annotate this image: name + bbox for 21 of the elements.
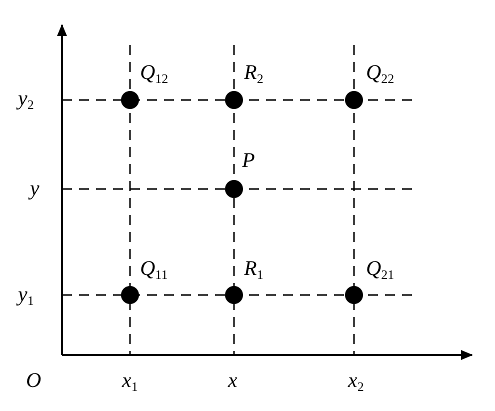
point-label: Q$_{11}$ — [140, 258, 168, 281]
axis-tick-label: x$_{2}$ — [348, 370, 364, 393]
point-label: Q$_{22}$ — [366, 62, 394, 85]
axis-tick-label: y$_{1}$ — [18, 284, 34, 307]
point-dot — [225, 286, 243, 304]
point-label: R$_{2}$ — [244, 62, 264, 85]
point-dot — [345, 286, 363, 304]
point-dot — [225, 180, 243, 198]
point-dot — [345, 91, 363, 109]
point-dot — [121, 286, 139, 304]
axis-tick-label: x$_{1}$ — [122, 370, 138, 393]
point-dot — [121, 91, 139, 109]
point-dot — [225, 91, 243, 109]
point-label: P — [242, 150, 255, 171]
axis-tick-label: y — [30, 178, 40, 199]
axis-tick-label: y$_{2}$ — [18, 88, 34, 111]
axis-tick-label: x — [228, 370, 238, 391]
origin-label: O — [26, 370, 42, 391]
point-label: Q$_{12}$ — [140, 62, 168, 85]
point-label: R$_{1}$ — [244, 258, 264, 281]
point-label: Q$_{21}$ — [366, 258, 394, 281]
